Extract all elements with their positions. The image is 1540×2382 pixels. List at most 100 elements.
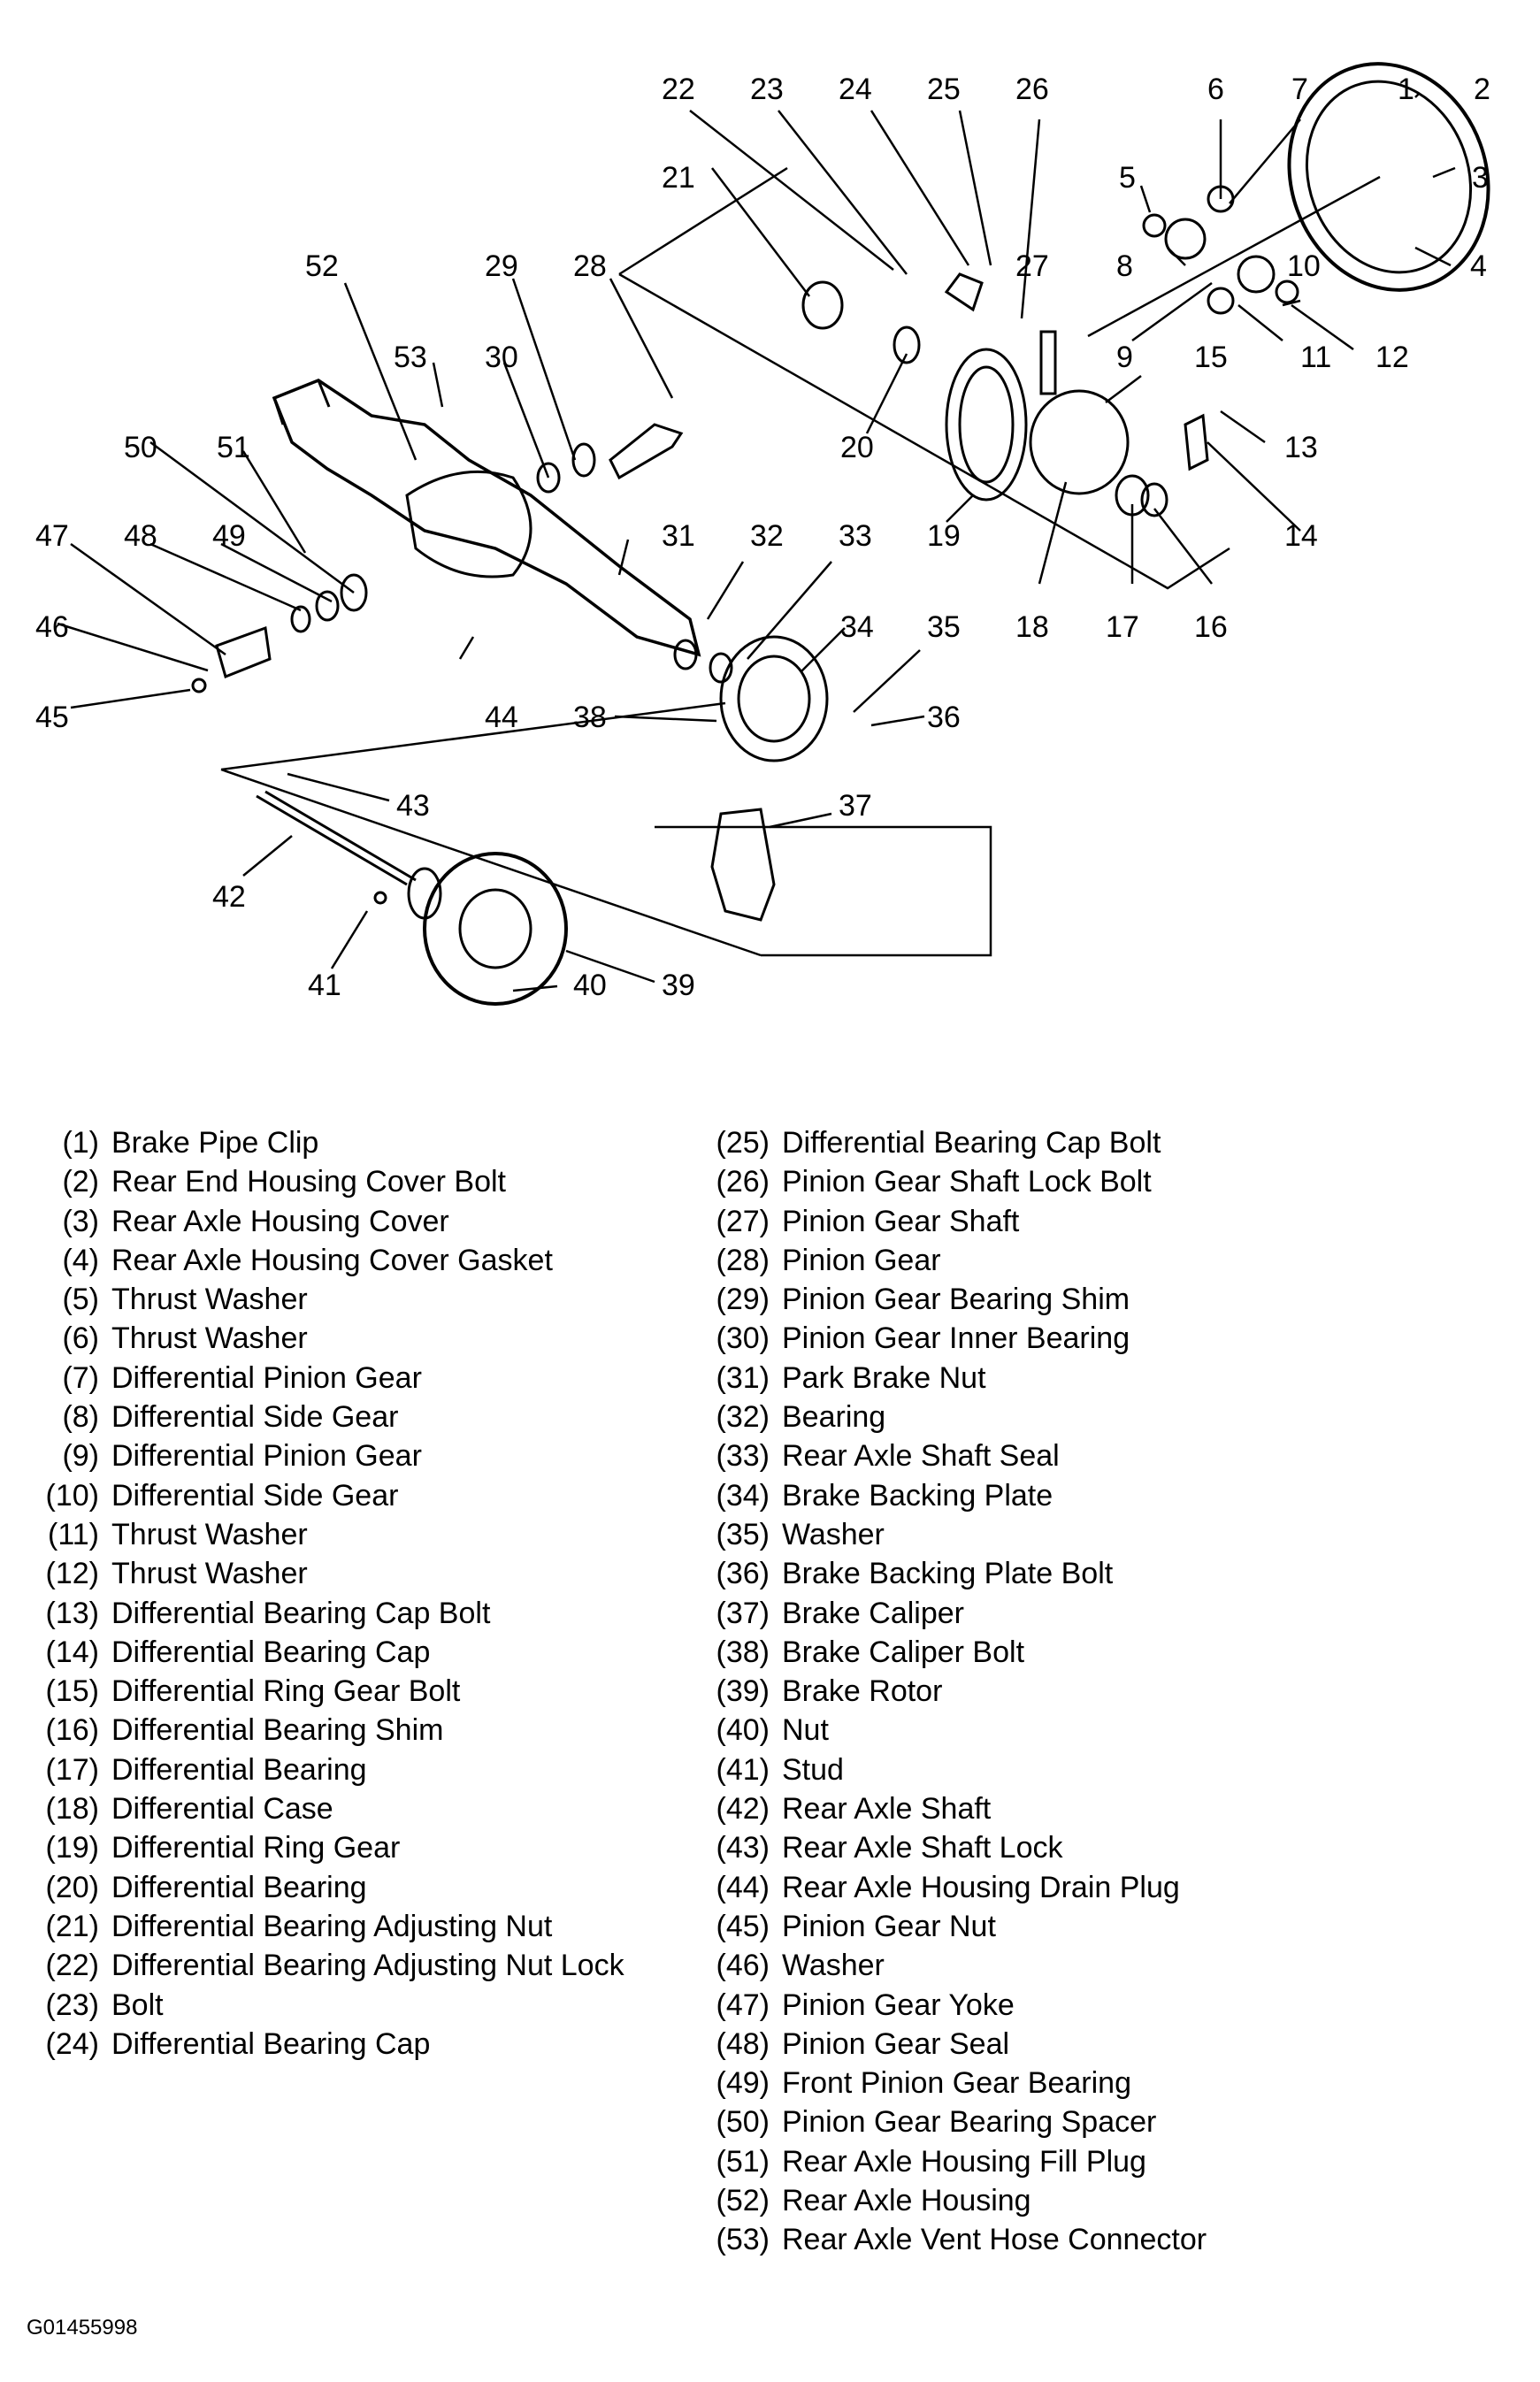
legend-item-number: (12) bbox=[45, 1557, 99, 1591]
legend-item-number: (9) bbox=[62, 1439, 99, 1474]
legend-item-number: (17) bbox=[45, 1752, 99, 1787]
callout-2: 2 bbox=[1474, 73, 1490, 106]
legend-item-label: Rear Axle Housing bbox=[782, 2184, 1031, 2218]
legend-item-label: Differential Ring Gear bbox=[111, 1831, 401, 1865]
legend-item-number: (31) bbox=[716, 1360, 770, 1395]
legend-item-number: (51) bbox=[716, 2144, 770, 2179]
legend-item: (28)Pinion Gear bbox=[697, 1241, 1207, 1280]
legend-item: (34)Brake Backing Plate bbox=[697, 1476, 1207, 1515]
legend-item-label: Thrust Washer bbox=[111, 1517, 308, 1551]
callout-47: 47 bbox=[35, 519, 69, 553]
legend-item-label: Rear Axle Housing Cover bbox=[111, 1204, 449, 1238]
legend-item-number: (30) bbox=[716, 1321, 770, 1356]
legend-item-label: Nut bbox=[782, 1713, 829, 1748]
callout-28: 28 bbox=[573, 249, 607, 283]
callout-21: 21 bbox=[662, 161, 695, 195]
callout-18: 18 bbox=[1015, 610, 1049, 644]
legend-item-number: (43) bbox=[716, 1831, 770, 1865]
legend-item: (6)Thrust Washer bbox=[27, 1319, 624, 1358]
legend-item: (14)Differential Bearing Cap bbox=[27, 1633, 624, 1672]
legend-item-number: (37) bbox=[716, 1596, 770, 1630]
legend-item-label: Differential Pinion Gear bbox=[111, 1360, 422, 1395]
legend-item-label: Thrust Washer bbox=[111, 1321, 308, 1356]
legend-item: (9)Differential Pinion Gear bbox=[27, 1436, 624, 1475]
legend-item-number: (4) bbox=[62, 1243, 99, 1277]
callout-16: 16 bbox=[1194, 610, 1228, 644]
callout-39: 39 bbox=[662, 969, 695, 1002]
legend-item: (35)Washer bbox=[697, 1515, 1207, 1554]
legend-item-number: (42) bbox=[716, 1792, 770, 1827]
callout-45: 45 bbox=[35, 701, 69, 734]
legend-item: (20) Differential Bearing bbox=[27, 1868, 624, 1907]
legend-item: (49)Front Pinion Gear Bearing bbox=[697, 2064, 1207, 2102]
legend-item: (38)Brake Caliper Bolt bbox=[697, 1633, 1207, 1672]
legend-item-number: (1) bbox=[62, 1126, 99, 1160]
callout-35: 35 bbox=[927, 610, 961, 644]
callout-4: 4 bbox=[1470, 249, 1487, 283]
legend-item-number: (26) bbox=[716, 1165, 770, 1199]
callout-26: 26 bbox=[1015, 73, 1049, 106]
callout-15: 15 bbox=[1194, 341, 1228, 374]
legend-item-number: (36) bbox=[716, 1557, 770, 1591]
legend-item-number: (44) bbox=[716, 1870, 770, 1904]
legend-item-number: (46) bbox=[716, 1949, 770, 1983]
legend-item-label: Differential Case bbox=[111, 1792, 333, 1827]
legend-item: (29)Pinion Gear Bearing Shim bbox=[697, 1280, 1207, 1319]
legend-item-label: Differential Bearing bbox=[111, 1870, 367, 1904]
legend-item-label: Brake Caliper bbox=[782, 1596, 964, 1630]
legend-item-number: (48) bbox=[716, 2026, 770, 2061]
legend-item-number: (15) bbox=[45, 1674, 99, 1709]
legend-item-label: Differential Side Gear bbox=[111, 1400, 399, 1435]
legend-item: (36)Brake Backing Plate Bolt bbox=[697, 1554, 1207, 1593]
legend-item: (16)Differential Bearing Shim bbox=[27, 1711, 624, 1750]
legend-item: (10)Differential Side Gear bbox=[27, 1476, 624, 1515]
exploded-axle-diagram: 1 2 3 4 5 6 7 8 9 10 11 12 13 14 15 16 1… bbox=[35, 62, 1490, 1006]
legend-item-number: (53) bbox=[716, 2223, 770, 2257]
legend-item-label: Differential Bearing Adjusting Nut Lock bbox=[111, 1949, 624, 1983]
legend-item-label: Front Pinion Gear Bearing bbox=[782, 2066, 1131, 2101]
legend-item: (23)Bolt bbox=[27, 1986, 624, 2025]
legend-item: (21)Differential Bearing Adjusting Nut bbox=[27, 1907, 624, 1946]
legend-item-label: Thrust Washer bbox=[111, 1557, 308, 1591]
legend-item-label: Rear End Housing Cover Bolt bbox=[111, 1165, 507, 1199]
legend-item: (25)Differential Bearing Cap Bolt bbox=[697, 1123, 1207, 1162]
legend-item-label: Rear Axle Shaft Seal bbox=[782, 1439, 1060, 1474]
callout-36: 36 bbox=[927, 701, 961, 734]
legend-item-number: (52) bbox=[716, 2184, 770, 2218]
callout-1: 1 bbox=[1398, 73, 1414, 106]
callout-34: 34 bbox=[840, 610, 874, 644]
callout-14: 14 bbox=[1284, 519, 1318, 553]
legend-item-label: Rear Axle Housing Drain Plug bbox=[782, 1870, 1180, 1904]
callout-53: 53 bbox=[394, 341, 427, 374]
callout-29: 29 bbox=[485, 249, 518, 283]
legend-item-label: Differential Bearing Cap Bolt bbox=[782, 1126, 1161, 1160]
legend-item-number: (27) bbox=[716, 1204, 770, 1238]
legend-item-label: Pinion Gear Shaft bbox=[782, 1204, 1020, 1238]
legend-item-label: Differential Bearing Cap Bolt bbox=[111, 1596, 491, 1630]
callout-19: 19 bbox=[927, 519, 961, 553]
legend-item-label: Differential Bearing bbox=[111, 1752, 367, 1787]
legend-item: (12) Thrust Washer bbox=[27, 1554, 624, 1593]
legend-item: (27) Pinion Gear Shaft bbox=[697, 1202, 1207, 1241]
legend-item-number: (20) bbox=[45, 1870, 99, 1904]
figure-id: G01455998 bbox=[27, 2316, 138, 2340]
diagram-artwork bbox=[191, 62, 1490, 1006]
legend-item-number: (8) bbox=[62, 1400, 99, 1435]
legend-item: (53)Rear Axle Vent Hose Connector bbox=[697, 2220, 1207, 2259]
legend-item: (2) Rear End Housing Cover Bolt bbox=[27, 1162, 624, 1201]
callout-labels: 1 2 3 4 5 6 7 8 9 10 11 12 13 14 15 16 1… bbox=[35, 73, 1490, 1002]
legend-item: (47)Pinion Gear Yoke bbox=[697, 1986, 1207, 2025]
legend-item: (43)Rear Axle Shaft Lock bbox=[697, 1828, 1207, 1867]
legend-item-number: (47) bbox=[716, 1988, 770, 2022]
callout-22: 22 bbox=[662, 73, 695, 106]
callout-20: 20 bbox=[840, 431, 874, 464]
legend-item-number: (2) bbox=[62, 1165, 99, 1199]
legend-item-number: (45) bbox=[716, 1909, 770, 1943]
callout-12: 12 bbox=[1375, 341, 1409, 374]
callout-30: 30 bbox=[485, 341, 518, 374]
callout-46: 46 bbox=[35, 610, 69, 644]
legend-item-label: Brake Pipe Clip bbox=[111, 1126, 319, 1160]
legend-item: (15)Differential Ring Gear Bolt bbox=[27, 1672, 624, 1711]
legend-item-number: (33) bbox=[716, 1439, 770, 1474]
callout-5: 5 bbox=[1119, 161, 1136, 195]
